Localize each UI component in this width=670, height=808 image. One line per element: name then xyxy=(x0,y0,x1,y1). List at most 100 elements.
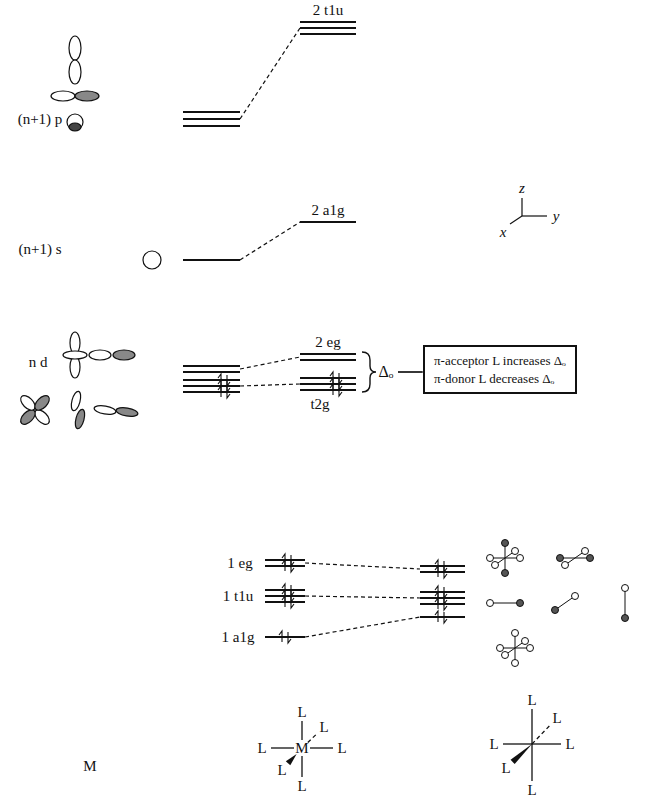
correlation-line xyxy=(305,596,420,598)
ligand-orbital xyxy=(502,652,509,659)
wedge-bond xyxy=(511,744,532,764)
orbital-lobe xyxy=(113,350,135,360)
metal-ligand-bond xyxy=(301,721,302,740)
energy-level xyxy=(300,383,356,385)
energy-level xyxy=(183,371,240,373)
ligand-orbital xyxy=(487,555,494,562)
ligand-orbital xyxy=(527,645,534,652)
orbital-lobe xyxy=(74,408,87,429)
energy-level xyxy=(183,385,240,387)
p-orbital xyxy=(51,91,75,101)
delta-bracket xyxy=(362,352,376,392)
ligand-orbital xyxy=(512,630,519,637)
electron-down xyxy=(227,387,230,398)
electron-up xyxy=(435,611,438,622)
ligand-orbital xyxy=(557,555,564,562)
ligand-orbital xyxy=(497,645,504,652)
energy-level xyxy=(420,616,465,618)
orbital-lobe xyxy=(32,407,52,427)
axis xyxy=(521,198,522,216)
electron-down xyxy=(444,567,447,578)
orbital-lobe xyxy=(89,350,111,360)
orbital-label: n d xyxy=(29,355,48,370)
atom-label: M xyxy=(83,759,96,774)
orbital-label: 2 t1u xyxy=(313,3,343,18)
atom-label: L xyxy=(257,741,266,756)
energy-level xyxy=(183,118,240,120)
electron-up xyxy=(282,596,285,607)
energy-level xyxy=(300,27,356,29)
atom-label: L xyxy=(319,720,328,735)
ligand-orbital xyxy=(512,660,519,667)
correlation-line xyxy=(305,563,420,569)
energy-level xyxy=(183,259,240,261)
ligand-orbital xyxy=(487,600,494,607)
orbital-lobe xyxy=(70,390,83,411)
atom-label: L xyxy=(565,737,574,752)
orbital-label: 1 a1g xyxy=(222,630,255,645)
correlation-line xyxy=(240,357,300,369)
ligand-orbital xyxy=(492,562,499,569)
p-orbital xyxy=(69,60,81,84)
electron-up xyxy=(330,384,333,395)
p-orbital xyxy=(69,36,81,60)
electron-up xyxy=(218,386,221,397)
ligand-orbital xyxy=(522,638,529,645)
energy-level xyxy=(183,125,240,127)
metal-ligand-bond xyxy=(308,733,318,742)
energy-level xyxy=(183,391,240,393)
energy-level xyxy=(300,389,356,391)
electron-down xyxy=(291,561,294,572)
energy-level xyxy=(300,353,356,355)
energy-level xyxy=(300,221,356,223)
pointer-line xyxy=(398,371,422,372)
energy-level xyxy=(420,571,465,573)
energy-level xyxy=(183,379,240,381)
energy-level xyxy=(300,359,356,361)
energy-level xyxy=(420,603,465,605)
electron-down xyxy=(339,385,342,396)
ligand-orbital xyxy=(562,562,569,569)
energy-level xyxy=(183,365,240,367)
electron-down xyxy=(291,597,294,608)
orbital-lobe xyxy=(18,393,38,413)
ligand-orbital xyxy=(582,548,589,555)
ligand-orbital xyxy=(622,615,629,622)
note-text: π-donor L decreases Δₒ xyxy=(434,370,566,388)
note-box: π-acceptor L increases Δₒπ-donor L decre… xyxy=(423,345,577,394)
atom-label: L xyxy=(297,779,306,794)
ligand-orbital xyxy=(622,585,629,592)
metal-ligand-bond xyxy=(503,743,532,744)
orbital-lobe xyxy=(32,393,52,413)
orbital-lobe xyxy=(93,404,116,416)
wedge-bond xyxy=(286,754,297,765)
s-orbital xyxy=(143,251,161,269)
axis xyxy=(510,216,522,224)
atom-label: L xyxy=(297,705,306,720)
orbital-label: 1 eg xyxy=(227,556,252,571)
ligand-orbital xyxy=(552,607,559,614)
electron-up xyxy=(279,631,282,642)
orbital-lobe xyxy=(115,406,138,418)
metal-ligand-bond xyxy=(532,724,551,744)
energy-level xyxy=(420,591,465,593)
ligand-orbital xyxy=(517,600,524,607)
energy-level xyxy=(300,21,356,23)
atom-label: L xyxy=(552,711,561,726)
orbital-label: y xyxy=(553,209,560,224)
p-orbital xyxy=(75,91,99,101)
atom-label: L xyxy=(501,761,510,776)
orbital-label: x xyxy=(500,225,507,240)
atom-label: L xyxy=(489,737,498,752)
note-text: π-acceptor L increases Δₒ xyxy=(434,352,566,370)
electron-down xyxy=(444,599,447,610)
orbital-label: 2 a1g xyxy=(312,203,345,218)
ligand-orbital xyxy=(587,555,594,562)
metal-ligand-bond xyxy=(532,743,561,744)
ligand-orbital xyxy=(572,593,579,600)
orbital-label: z xyxy=(519,181,525,196)
delta-label: Δₒ xyxy=(379,364,394,380)
energy-level xyxy=(420,597,465,599)
ligand-orbital xyxy=(512,548,519,555)
